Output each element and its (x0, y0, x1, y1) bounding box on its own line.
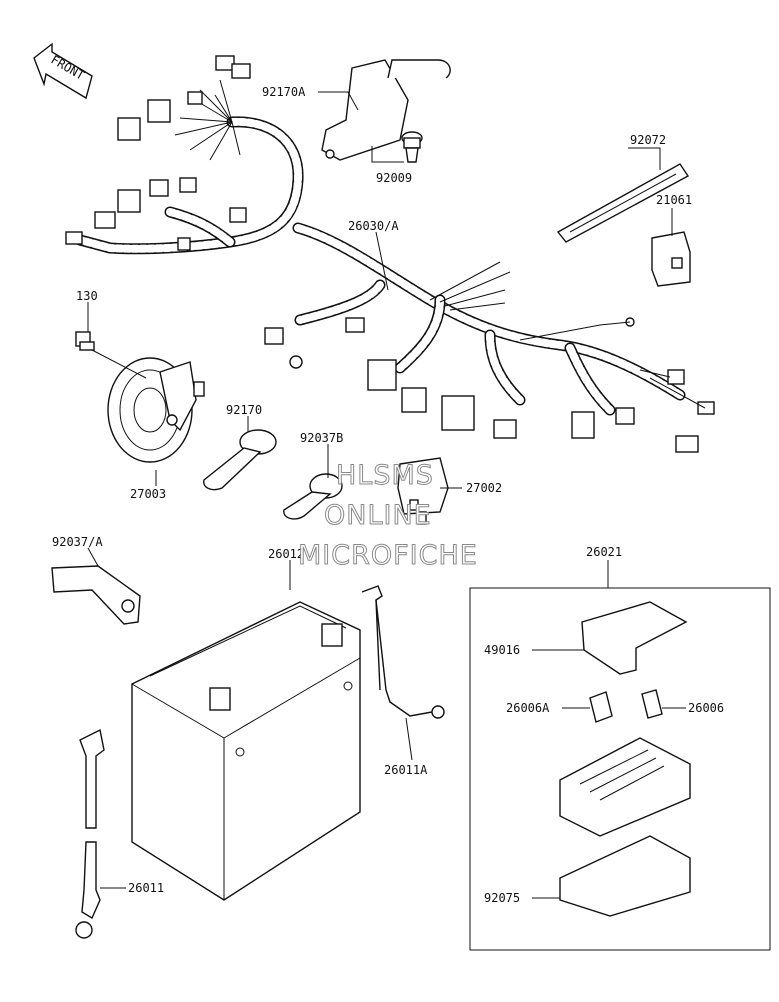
watermark-line-3: MICROFICHE (298, 540, 478, 571)
battery-strap (51, 565, 141, 625)
label-27002: 27002 (466, 481, 502, 495)
label-92072: 92072 (630, 133, 666, 147)
clamp (203, 429, 277, 491)
label-26011A: 26011A (384, 763, 428, 777)
battery-cable-a (361, 585, 445, 719)
battery (131, 601, 361, 901)
front-arrow: FRONT (33, 42, 93, 100)
bolt (401, 131, 423, 163)
watermark-line-1: HLSMS (336, 460, 434, 491)
fuse-box-group-frame (469, 587, 771, 951)
label-130: 130 (76, 289, 98, 303)
harness-bracket (321, 59, 451, 161)
label-27003: 27003 (130, 487, 166, 501)
fuse-box (559, 737, 691, 837)
label-26011: 26011 (128, 881, 164, 895)
label-92009: 92009 (376, 171, 412, 185)
fuse (641, 689, 663, 719)
cable-band (556, 163, 690, 243)
label-21061: 21061 (656, 193, 692, 207)
relay (397, 457, 449, 525)
label-92170A: 92170A (262, 85, 306, 99)
clamp-b (283, 473, 343, 520)
label-26021: 26021 (586, 545, 622, 559)
label-92170: 92170 (226, 403, 262, 417)
label-92075: 92075 (484, 891, 520, 905)
label-26006A: 26006A (506, 701, 550, 715)
label-49016: 49016 (484, 643, 520, 657)
label-26012: 26012 (268, 547, 304, 561)
label-92037A: 92037/A (52, 535, 103, 549)
main-wiring-harness (65, 55, 715, 453)
label-26030A: 26030/A (348, 219, 399, 233)
battery-cable (75, 728, 105, 939)
label-92037B: 92037B (300, 431, 343, 445)
rubber-cap (651, 231, 691, 287)
fuse-box-cover (581, 601, 688, 675)
watermark: HLSMS ONLINE MICROFICHE (298, 460, 478, 572)
horn (107, 357, 205, 463)
fuse-box-case (559, 835, 691, 917)
watermark-line-2: ONLINE (324, 500, 432, 531)
screw (75, 331, 95, 351)
label-26006: 26006 (688, 701, 724, 715)
leader-lines (87, 91, 686, 899)
fuse-a (589, 691, 613, 723)
